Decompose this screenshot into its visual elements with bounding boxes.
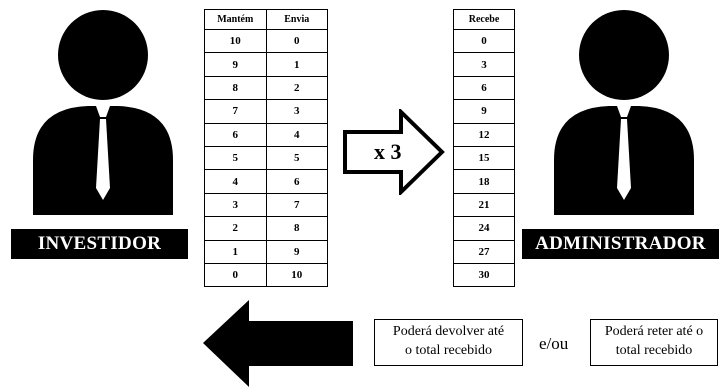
table-header-row: Mantém Envia xyxy=(204,9,328,30)
administrator-label: ADMINISTRADOR xyxy=(522,229,719,259)
header-envia: Envia xyxy=(265,9,328,30)
mantem-cell: 8 xyxy=(204,75,267,101)
header-recebe: Recebe xyxy=(453,9,515,30)
recebe-cell: 9 xyxy=(453,99,515,124)
header-mantem: Mantém xyxy=(204,9,267,30)
administrator-person-icon xyxy=(554,10,694,215)
table-row: 15 xyxy=(453,145,515,171)
option2-line1: Poderá reter até o xyxy=(604,324,704,339)
mantem-cell: 6 xyxy=(204,122,267,147)
table-row: 9 xyxy=(453,99,515,124)
envia-cell: 4 xyxy=(265,122,328,147)
mantem-cell: 9 xyxy=(204,52,267,77)
mantem-cell: 7 xyxy=(204,99,267,124)
option2-line2: total recebido xyxy=(615,343,693,358)
table-row: 3 xyxy=(453,52,515,77)
table-row: 21 xyxy=(453,192,515,218)
table-row: 18 xyxy=(453,169,515,194)
recebe-cell: 30 xyxy=(453,262,515,288)
table-row: 24 xyxy=(453,216,515,241)
mantem-cell: 2 xyxy=(204,216,267,241)
option1-line1: Poderá devolver até xyxy=(392,324,505,339)
right-arrow-icon xyxy=(343,109,445,195)
table-row: 30 xyxy=(453,262,515,288)
table-row: 27 xyxy=(453,239,515,264)
mantem-cell: 4 xyxy=(204,169,267,194)
return-option-reter: Poderá reter até o total recebido xyxy=(590,319,718,366)
table-header-row: Recebe xyxy=(453,9,515,30)
envia-cell: 5 xyxy=(265,145,328,171)
option1-line2: o total recebido xyxy=(404,343,493,358)
table-row: 6 xyxy=(453,75,515,101)
recebe-cell: 21 xyxy=(453,192,515,218)
envia-cell: 2 xyxy=(265,75,328,101)
investor-label: INVESTIDOR xyxy=(11,229,188,259)
envia-cell: 10 xyxy=(265,262,328,288)
recebe-cell: 0 xyxy=(453,28,515,54)
recebe-cell: 3 xyxy=(453,52,515,77)
recebe-cell: 6 xyxy=(453,75,515,101)
envia-cell: 8 xyxy=(265,216,328,241)
recebe-cell: 24 xyxy=(453,216,515,241)
mantem-cell: 3 xyxy=(204,192,267,218)
left-arrow-icon xyxy=(203,300,353,387)
return-option-devolver: Poderá devolver até o total recebido xyxy=(374,319,523,366)
table-row: 0 xyxy=(453,28,515,54)
investor-person-icon xyxy=(33,10,173,215)
table-row: 12 xyxy=(453,122,515,147)
recebe-cell: 12 xyxy=(453,122,515,147)
envia-cell: 9 xyxy=(265,239,328,264)
mantem-cell: 0 xyxy=(204,262,267,288)
envia-cell: 6 xyxy=(265,169,328,194)
recebe-cell: 15 xyxy=(453,145,515,171)
envia-cell: 7 xyxy=(265,192,328,218)
recebe-cell: 27 xyxy=(453,239,515,264)
multiplier-label: x 3 xyxy=(374,139,402,164)
envia-cell: 1 xyxy=(265,52,328,77)
envia-cell: 0 xyxy=(265,28,328,54)
mantem-cell: 5 xyxy=(204,145,267,171)
envia-cell: 3 xyxy=(265,99,328,124)
mantem-cell: 10 xyxy=(204,28,267,54)
connector-text: e/ou xyxy=(539,334,569,353)
mantem-cell: 1 xyxy=(204,239,267,264)
recebe-cell: 18 xyxy=(453,169,515,194)
